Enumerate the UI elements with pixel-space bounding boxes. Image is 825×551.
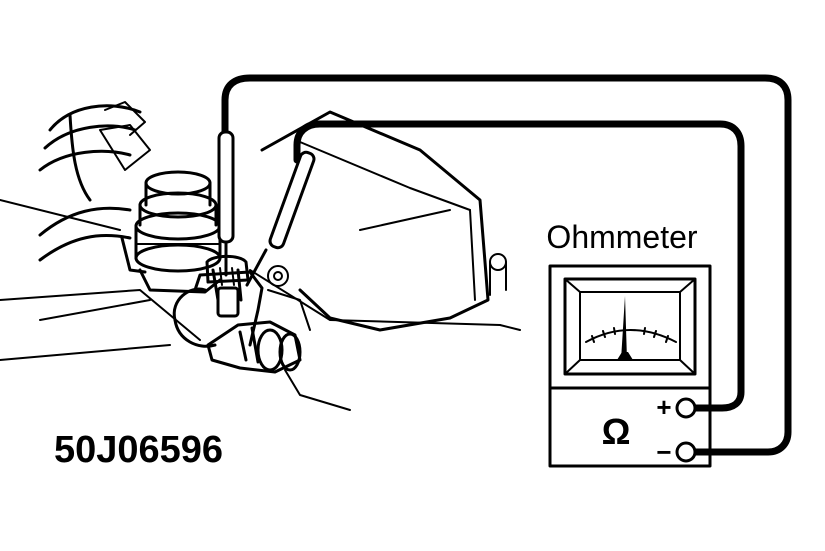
ohmmeter-dial-face xyxy=(579,291,681,361)
ohmmeter-body xyxy=(548,264,712,468)
ohmmeter-scale-arc xyxy=(585,329,677,343)
ohmmeter-needle xyxy=(621,296,627,360)
test-probes xyxy=(217,74,792,456)
positive-terminal-label: + xyxy=(656,392,671,422)
ohmmeter-dial-bevel xyxy=(564,278,696,375)
negative-lead-wire xyxy=(221,74,792,456)
engine-component-illustration xyxy=(0,101,521,411)
ohmmeter-dial-window xyxy=(563,277,697,376)
ohmmeter-needle-pivot xyxy=(617,352,633,360)
probe-handle-1 xyxy=(217,130,235,244)
ohmmeter: Ohmmeter Ω + − xyxy=(546,219,712,468)
figure-code: 50J06596 xyxy=(54,429,223,471)
positive-terminal xyxy=(675,397,697,419)
negative-terminal xyxy=(675,441,697,463)
ohmmeter-scale-ticks xyxy=(591,327,669,343)
probe-handle-2 xyxy=(268,150,316,250)
negative-terminal-label: − xyxy=(656,437,671,467)
ohm-symbol: Ω xyxy=(602,411,631,452)
ohmmeter-title: Ohmmeter xyxy=(546,219,697,255)
probe-tip-2 xyxy=(245,248,268,287)
positive-lead-wire xyxy=(293,120,745,412)
